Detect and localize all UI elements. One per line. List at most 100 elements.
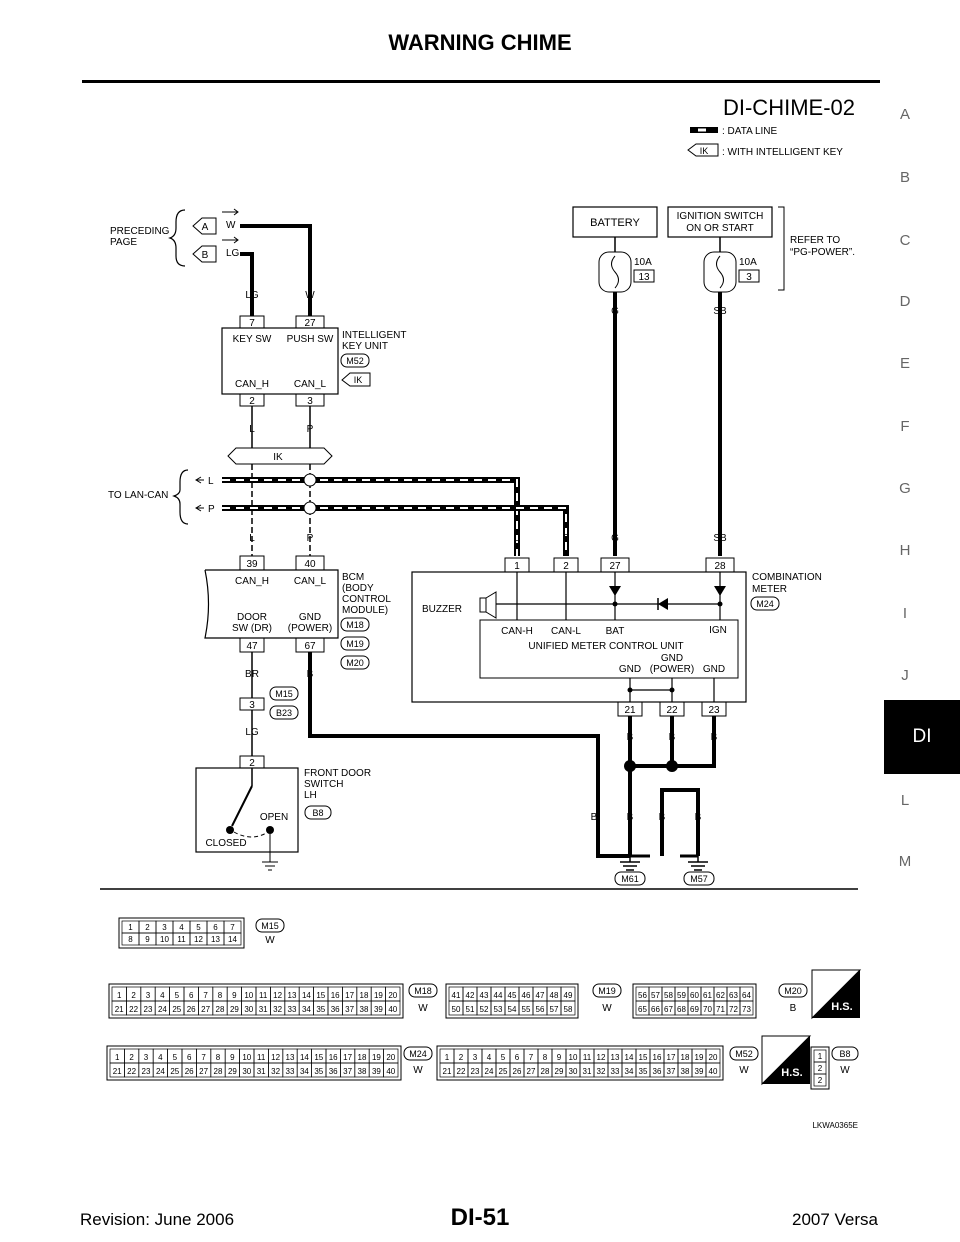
svg-text:69: 69 (690, 1005, 699, 1014)
preceding-label-1: PRECEDING (110, 226, 170, 237)
ignition-label-2: ON OR START (686, 223, 753, 234)
battery-label: BATTERY (590, 217, 640, 229)
svg-text:10: 10 (569, 1053, 578, 1062)
hs-badge-2-corner (761, 1035, 812, 1086)
svg-text:24: 24 (485, 1067, 494, 1076)
footer-page: DI-51 (450, 1204, 510, 1231)
wire-sb-label-2: SB (713, 533, 727, 544)
footer-model: 2007 Versa (791, 1210, 878, 1229)
side-index-a[interactable]: A (899, 106, 910, 123)
svg-text:70: 70 (703, 1005, 712, 1014)
svg-text:35: 35 (314, 1067, 323, 1076)
side-index-d[interactable]: D (899, 293, 911, 310)
umcu-label: UNIFIED METER CONTROL UNIT (528, 641, 683, 652)
terminal-7: 7 (249, 318, 255, 329)
svg-text:34: 34 (302, 1005, 311, 1014)
svg-text:22: 22 (457, 1067, 466, 1076)
svg-text:13: 13 (288, 991, 297, 1000)
side-index-h[interactable]: H (899, 542, 911, 559)
svg-text:9: 9 (232, 991, 237, 1000)
lan-l-label: L (208, 476, 214, 487)
to-lan-can-label: TO LAN-CAN (108, 490, 168, 501)
svg-text:36: 36 (331, 1005, 340, 1014)
connector-a: A (202, 222, 209, 233)
diode-ign (714, 586, 726, 596)
svg-text:3: 3 (473, 1053, 478, 1062)
meter-bat-label: BAT (606, 626, 625, 637)
iku-ik-tag (341, 372, 371, 387)
svg-text:53: 53 (494, 1005, 503, 1014)
terminal-3: 3 (307, 396, 313, 407)
switch-contact-open (266, 826, 274, 834)
svg-text:25: 25 (170, 1067, 179, 1076)
svg-text:6: 6 (213, 923, 218, 932)
terminal-67: 67 (304, 641, 316, 652)
svg-text:32: 32 (597, 1067, 606, 1076)
terminal-2c: 2 (249, 758, 255, 769)
svg-text:26: 26 (185, 1067, 194, 1076)
svg-text:36: 36 (329, 1067, 338, 1076)
svg-text:8: 8 (543, 1053, 548, 1062)
terminal-23: 23 (708, 705, 720, 716)
terminal-1: 1 (514, 561, 520, 572)
cv-b8-pinface: 122 (810, 1046, 830, 1090)
svg-text:3: 3 (144, 1053, 149, 1062)
iku-label-2: KEY UNIT (342, 341, 388, 352)
svg-text:68: 68 (677, 1005, 686, 1014)
combination-meter-box (411, 571, 747, 703)
combo-label-1: COMBINATION (752, 572, 822, 583)
terminal-2b: 2 (563, 561, 569, 572)
ground-b-label-4: B (695, 812, 702, 823)
svg-text:41: 41 (452, 991, 461, 1000)
svg-text:16: 16 (331, 991, 340, 1000)
svg-text:31: 31 (583, 1067, 592, 1076)
svg-text:17: 17 (343, 1053, 352, 1062)
side-index-b[interactable]: B (899, 169, 910, 186)
terminal-7-box (239, 315, 265, 329)
side-index-e[interactable]: E (899, 355, 910, 372)
svg-text:44: 44 (494, 991, 503, 1000)
svg-text:63: 63 (729, 991, 738, 1000)
svg-text:35: 35 (639, 1067, 648, 1076)
side-index-g[interactable]: G (899, 480, 911, 497)
cv-m24-tag (403, 1046, 433, 1061)
combo-label-2: METER (752, 584, 787, 595)
bcm-conn-2: M19 (346, 639, 364, 649)
svg-text:34: 34 (625, 1067, 634, 1076)
svg-text:10: 10 (244, 991, 253, 1000)
footer-revision: Revision: June 2006 (80, 1210, 235, 1229)
side-index-j[interactable]: J (901, 667, 909, 684)
cv-m19-color: W (602, 1003, 612, 1014)
meter-gnd-power-label: (POWER) (650, 664, 694, 675)
cv-m19: M19 (598, 986, 616, 996)
m57-tag (683, 871, 715, 886)
svg-text:31: 31 (259, 1005, 268, 1014)
side-index-l[interactable]: L (900, 792, 910, 809)
meter-wire-l-label: L (514, 533, 520, 544)
svg-text:28: 28 (541, 1067, 550, 1076)
door-sw-label-1: DOOR (237, 612, 267, 623)
svg-text:37: 37 (345, 1005, 354, 1014)
terminal-27: 27 (304, 318, 316, 329)
svg-text:8: 8 (216, 1053, 221, 1062)
side-index-m[interactable]: M (898, 853, 912, 870)
side-index-i[interactable]: I (902, 605, 908, 622)
bcm-wire-l-label: L (249, 533, 255, 544)
side-index-di-active[interactable]: DI (884, 700, 960, 774)
wire-br-label: BR (245, 669, 259, 680)
side-index-c[interactable]: C (899, 232, 911, 249)
svg-text:6: 6 (187, 1053, 192, 1062)
side-index-f[interactable]: F (900, 418, 910, 435)
svg-text:38: 38 (681, 1067, 690, 1076)
svg-text:72: 72 (729, 1005, 738, 1014)
cv-m20: M20 (784, 986, 802, 996)
fuse-2-no-box (738, 269, 760, 283)
diode-bat (609, 586, 621, 596)
terminal-40: 40 (304, 559, 316, 570)
umcu-box (479, 619, 739, 679)
cv-m24: M24 (409, 1049, 427, 1059)
svg-text:39: 39 (695, 1067, 704, 1076)
